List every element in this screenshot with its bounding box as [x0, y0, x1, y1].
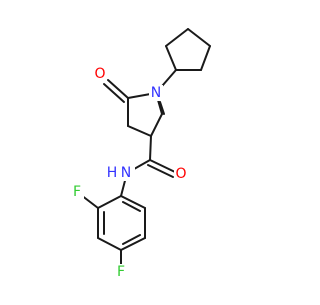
ring-nitrogen-symbol: N — [151, 85, 161, 101]
bond — [103, 83, 125, 103]
amide-carbonyl — [147, 159, 176, 178]
amide-hydrogen-symbol: H — [107, 165, 118, 181]
bond — [107, 79, 129, 99]
atom-label-fluorine-ortho: F — [71, 184, 84, 200]
bond — [159, 101, 165, 115]
bond — [97, 195, 122, 209]
amide-nitrogen-symbol: N — [121, 165, 131, 181]
atom-label-fluorine-para: F — [115, 264, 128, 280]
difluorophenyl-ring — [97, 195, 146, 251]
amide-oxygen-symbol: O — [175, 166, 186, 182]
bond — [150, 113, 163, 137]
atom-label-ring-oxygen: O — [93, 66, 107, 82]
bond — [120, 195, 146, 209]
bond — [147, 164, 174, 178]
bond — [122, 234, 141, 245]
ring-carbonyl — [103, 79, 129, 103]
atom-label-ring-nitrogen: N — [149, 85, 163, 101]
molecule-canvas: O N O H N F F — [71, 28, 211, 280]
fluorine-ortho-symbol: F — [73, 184, 81, 200]
bond — [149, 159, 176, 173]
bond — [165, 28, 189, 47]
cyclopentyl-ring — [165, 28, 211, 71]
bond — [149, 135, 152, 161]
structure-drawing: O N O H N F F — [71, 28, 211, 280]
bond — [165, 45, 177, 71]
bond — [122, 201, 141, 212]
bond — [127, 125, 152, 137]
atom-label-amide-nitrogen: H N — [105, 165, 135, 181]
fluorine-para-symbol: F — [117, 264, 125, 280]
bond — [200, 45, 211, 71]
bond — [97, 237, 122, 251]
bond — [187, 28, 211, 47]
ring-oxygen-symbol: O — [94, 66, 105, 82]
bond — [120, 237, 146, 251]
atom-label-amide-oxygen: O — [174, 166, 188, 182]
